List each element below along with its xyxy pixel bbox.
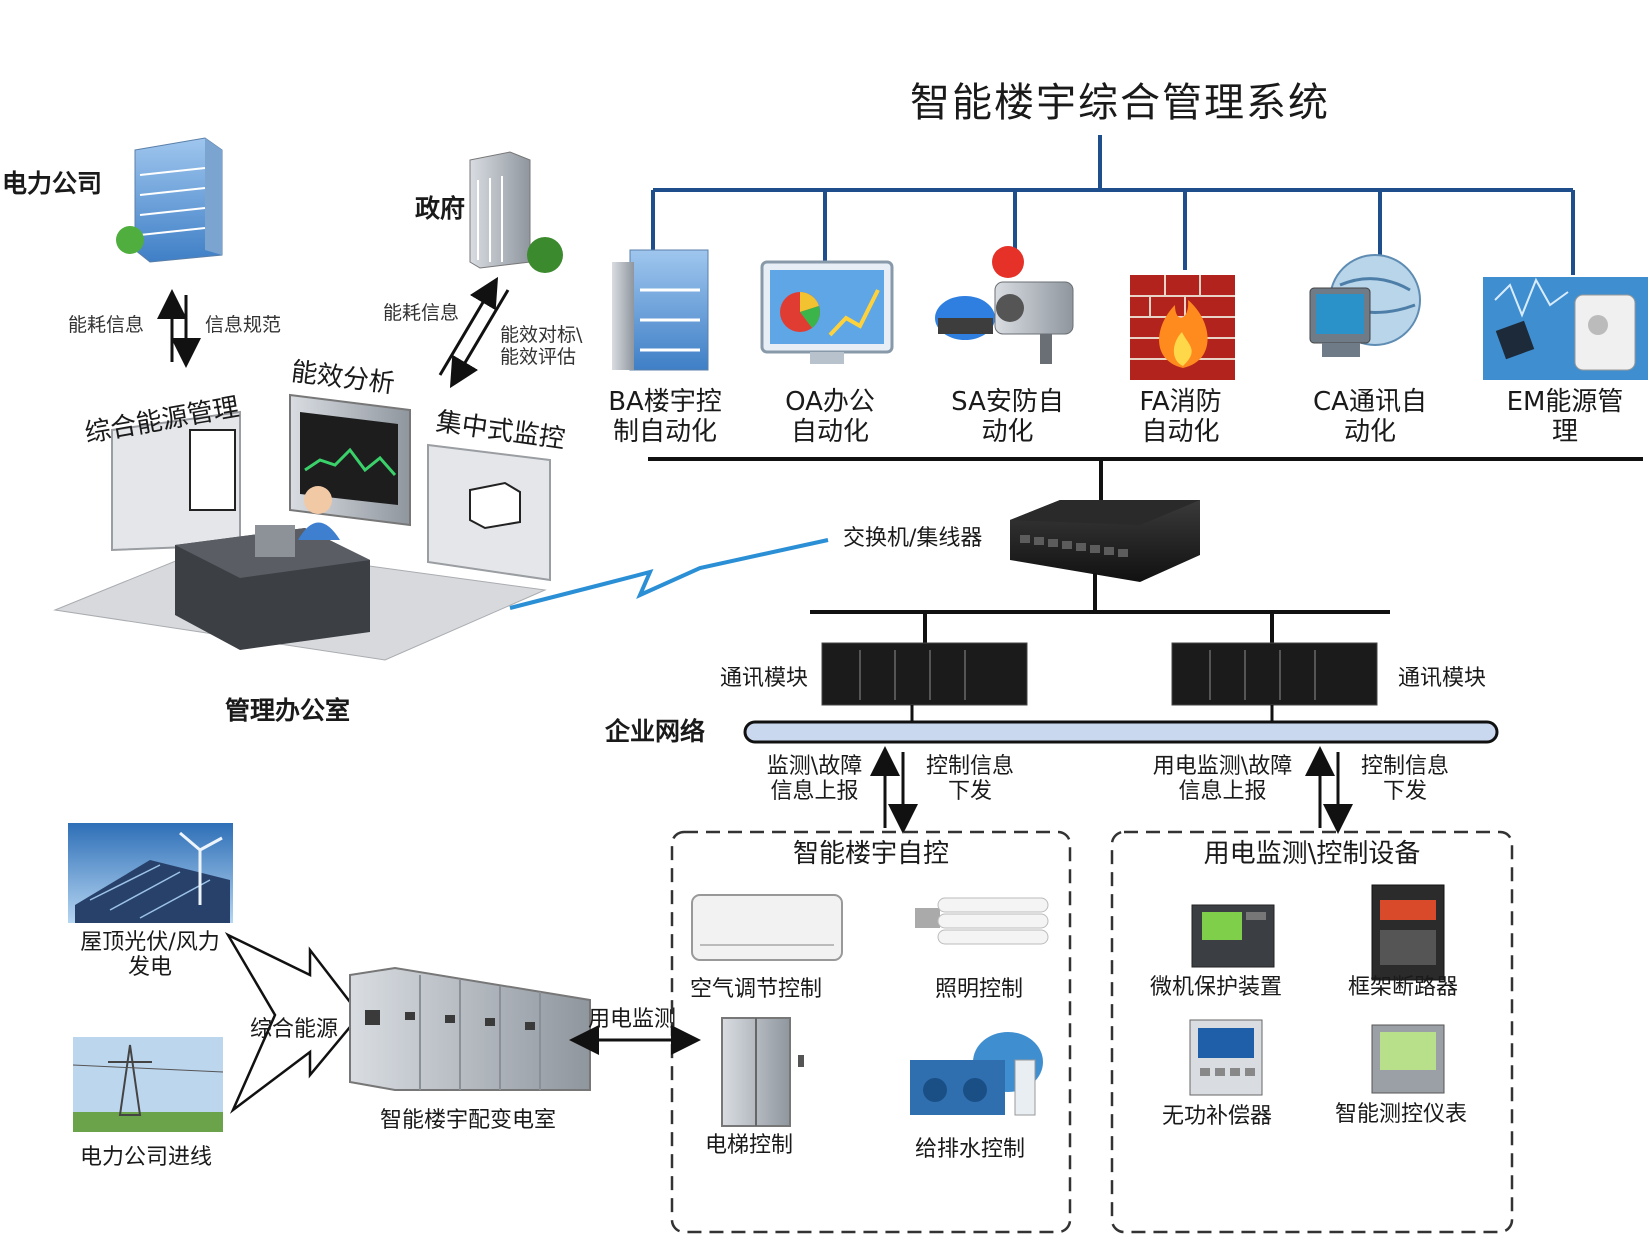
air-conditioning-label: 空气调节控制 <box>690 977 823 1002</box>
subsystem-sa-label: SA安防自动化 <box>951 387 1064 447</box>
reactive-compensator-icon <box>1189 1019 1263 1096</box>
combine-arrow <box>224 932 362 1114</box>
grid-in-label: 电力公司进线 <box>80 1145 213 1170</box>
energy-info-label-1: 能耗信息 <box>68 314 145 336</box>
network-switch-icon <box>1010 500 1200 582</box>
office-label: 管理办公室 <box>225 696 351 725</box>
energy-meter-icon <box>1483 277 1648 380</box>
power-company-building-icon <box>116 137 223 263</box>
top-bus <box>651 135 1575 275</box>
system-title: 智能楼宇综合管理系统 <box>910 80 1330 126</box>
computer-network-icon <box>1309 254 1421 357</box>
subsystem-ca-label: CA通讯自动化 <box>1313 387 1427 447</box>
power-devices-box <box>1110 830 1514 1234</box>
solar-wind-label: 屋顶光伏/风力发电 <box>80 930 220 981</box>
comm-module-right-icon <box>1171 642 1378 706</box>
lighting-control-label: 照明控制 <box>935 977 1024 1002</box>
light-bulb-icon <box>915 897 1049 945</box>
power-devices-title: 用电监测\控制设备 <box>1203 839 1421 869</box>
info-spec-label: 信息规范 <box>205 314 282 336</box>
power-monitoring-label: 用电监测 <box>588 1007 677 1032</box>
switch-label: 交换机/集线器 <box>843 526 983 551</box>
office-scene <box>53 393 551 661</box>
frame-breaker-label: 框架断路器 <box>1348 975 1459 1000</box>
enterprise-network-label: 企业网络 <box>605 717 706 746</box>
water-control-label: 给排水控制 <box>915 1137 1026 1162</box>
firewall-icon <box>1130 275 1235 380</box>
solar-wind-image <box>68 823 233 923</box>
subsystem-oa-label: OA办公自动化 <box>785 387 875 447</box>
government-label: 政府 <box>415 194 466 223</box>
report-left-label: 监测\故障信息上报 <box>766 754 863 805</box>
elevator-control-label: 电梯控制 <box>705 1133 794 1158</box>
benchmark-label: 能效对标\能效评估 <box>500 324 583 368</box>
building-icon <box>612 249 709 371</box>
frame-breaker-icon <box>1371 884 1445 981</box>
subsystem-em-label: EM能源管理 <box>1506 387 1624 447</box>
siren-camera-icon <box>935 246 1074 364</box>
switchgear-image <box>349 966 591 1091</box>
comm-module-left-label: 通讯模块 <box>720 666 809 691</box>
report-right-label: 用电监测\故障信息上报 <box>1152 754 1293 805</box>
comm-module-left-icon <box>821 642 1028 706</box>
power-grid-image <box>72 1037 224 1132</box>
integrated-energy-label: 综合能源 <box>250 1017 339 1042</box>
air-conditioner-icon <box>691 894 843 961</box>
reactive-compensator-label: 无功补偿器 <box>1162 1104 1273 1129</box>
substation-label: 智能楼宇配变电室 <box>380 1108 557 1133</box>
water-pump-icon <box>910 1032 1043 1116</box>
power-company-label: 电力公司 <box>2 169 103 198</box>
control-left-label: 控制信息下发 <box>925 754 1014 805</box>
energy-info-label-2: 能耗信息 <box>383 302 460 324</box>
wireless-link-icon <box>509 538 829 610</box>
comm-module-right-label: 通讯模块 <box>1398 666 1487 691</box>
subsystem-fa-label: FA消防自动化 <box>1139 387 1222 447</box>
elevator-icon <box>721 1017 804 1127</box>
enterprise-network-bar <box>743 720 1499 744</box>
monitor-chart-icon <box>760 260 894 364</box>
subsystem-ba-label: BA楼宇控制自动化 <box>608 387 722 447</box>
smart-meter-icon <box>1371 1024 1445 1094</box>
protection-device-icon <box>1191 904 1275 968</box>
protection-device-label: 微机保护装置 <box>1150 975 1283 1000</box>
control-right-label: 控制信息下发 <box>1360 754 1449 805</box>
government-building-icon <box>469 151 563 273</box>
smart-meter-label: 智能测控仪表 <box>1335 1102 1468 1127</box>
building-control-title: 智能楼宇自控 <box>792 839 949 869</box>
